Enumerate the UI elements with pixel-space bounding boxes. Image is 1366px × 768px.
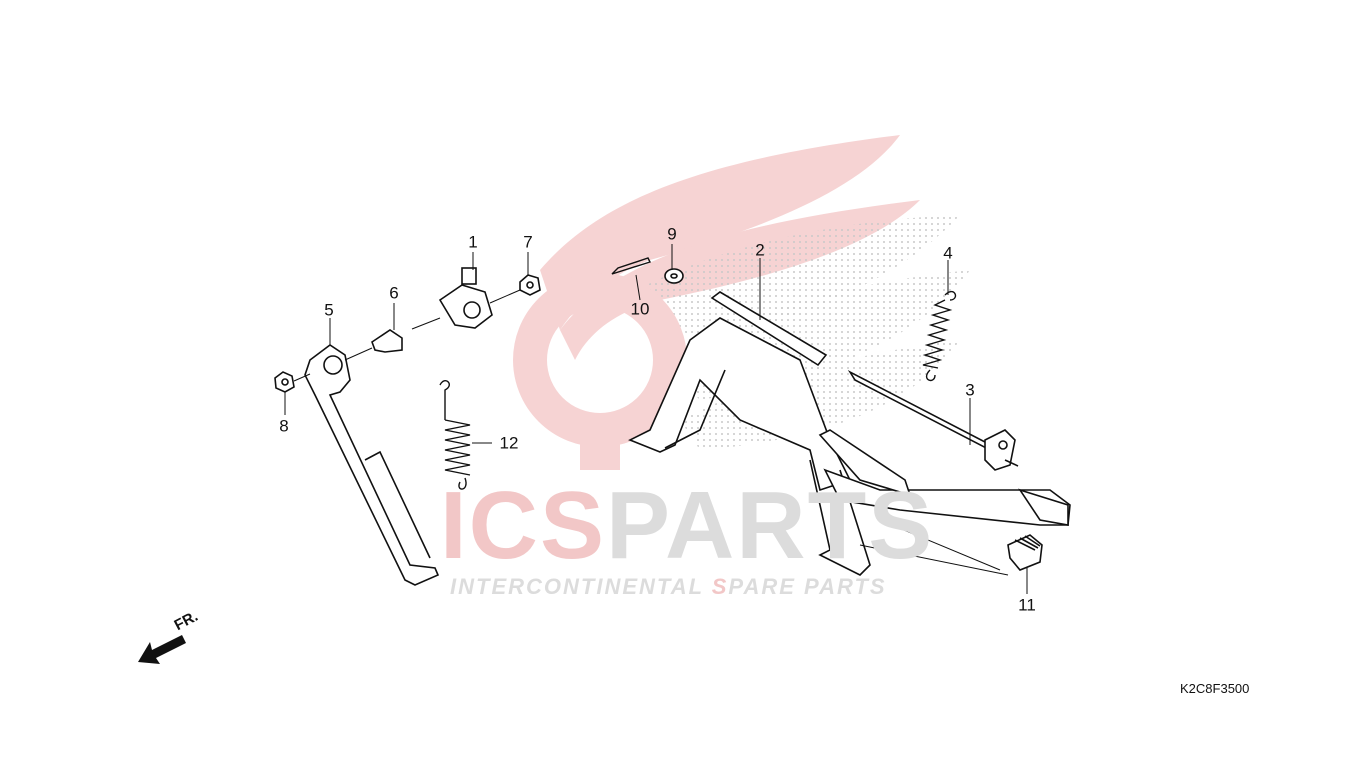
diagram-code: K2C8F3500 bbox=[1180, 681, 1250, 696]
watermark-brand: ICSPARTS bbox=[440, 478, 934, 574]
watermark-tagline-part-1: INTERCONTINENTAL bbox=[450, 574, 712, 599]
cotter-pin bbox=[611, 257, 651, 275]
side-stand bbox=[304, 344, 440, 586]
nut-8 bbox=[274, 371, 295, 393]
callout-3[interactable]: 3 bbox=[965, 380, 975, 400]
nut-7 bbox=[519, 274, 541, 296]
callout-1[interactable]: 1 bbox=[468, 232, 478, 252]
rubber-stopper bbox=[1007, 534, 1043, 571]
leader-lines bbox=[284, 244, 1028, 594]
callout-12[interactable]: 12 bbox=[499, 433, 519, 453]
callout-5[interactable]: 5 bbox=[324, 300, 334, 320]
callout-4[interactable]: 4 bbox=[943, 243, 953, 263]
watermark-tagline-part-3: PARE PARTS bbox=[728, 574, 887, 599]
pivot-collar bbox=[371, 329, 403, 353]
spring-4 bbox=[922, 290, 957, 382]
callout-7[interactable]: 7 bbox=[523, 232, 533, 252]
callout-9[interactable]: 9 bbox=[667, 224, 677, 244]
pivot-shaft bbox=[847, 369, 1019, 471]
spring-12 bbox=[439, 380, 471, 490]
callout-2[interactable]: 2 bbox=[755, 240, 765, 260]
callout-6[interactable]: 6 bbox=[389, 283, 399, 303]
callout-8[interactable]: 8 bbox=[279, 416, 289, 436]
front-direction-arrow-icon bbox=[138, 635, 186, 664]
watermark-tagline-part-2: S bbox=[711, 574, 729, 599]
watermark-brand-b: PARTS bbox=[606, 472, 935, 579]
callout-11[interactable]: 11 bbox=[1018, 595, 1036, 615]
watermark-tagline: INTERCONTINENTAL SPARE PARTS bbox=[450, 576, 887, 598]
washer-9 bbox=[664, 268, 684, 284]
side-stand-switch bbox=[438, 267, 493, 329]
watermark-brand-a: ICS bbox=[440, 472, 607, 579]
main-stand bbox=[628, 291, 1071, 576]
callout-10[interactable]: 10 bbox=[630, 299, 650, 319]
